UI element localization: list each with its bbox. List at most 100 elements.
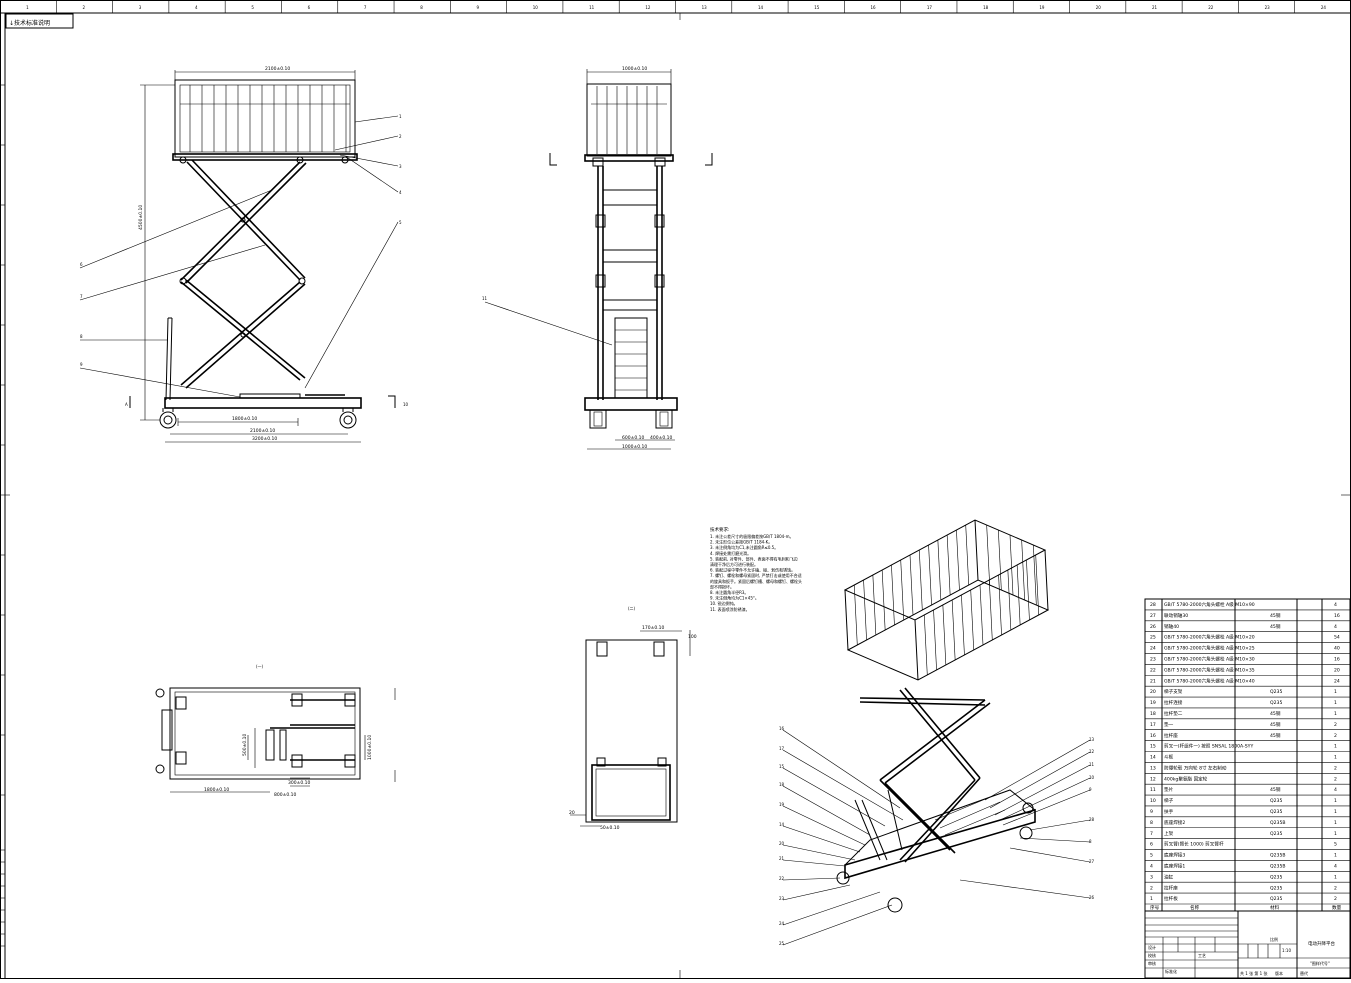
- left-zone-ticks: [0, 849, 5, 947]
- bom-qty: 1: [1334, 820, 1337, 826]
- bom-name: 拉杆连接: [1164, 699, 1183, 706]
- bom-no: 13: [1150, 765, 1156, 771]
- bom-qty: 4: [1334, 602, 1337, 608]
- note-line: 10. 锐边倒钝。: [710, 600, 738, 606]
- bom-no: 12: [1150, 776, 1156, 782]
- iso-balloon: 17: [779, 746, 785, 751]
- bom-qty: 1: [1334, 853, 1337, 859]
- fv-balloon: 8: [80, 334, 83, 339]
- bv-dim-3: 20: [569, 810, 575, 816]
- note-line: 5. 装配前, 对零件、部件、表面不得有毛刺和飞边: [710, 555, 798, 561]
- bom-header-no: 序号: [1150, 904, 1160, 911]
- ruler-label: 1: [26, 5, 29, 10]
- bom-mat: 45钢: [1270, 710, 1281, 717]
- note-line: 3. 未注倒角均为C1,未注圆角R≤0.5。: [710, 544, 778, 550]
- bom-no: 5: [1150, 853, 1153, 859]
- fv-balloon: 7: [80, 294, 83, 299]
- ruler-label: 14: [758, 5, 764, 10]
- bom-qty: 1: [1334, 809, 1337, 815]
- bom-qty: 54: [1334, 635, 1340, 641]
- bom-name: 底座焊接3: [1164, 852, 1185, 859]
- bom-no: 28: [1150, 602, 1156, 608]
- sv-dim-top: 1000±0.10: [622, 66, 647, 72]
- bom-name: 剪叉臂(臂长 1000) 剪叉臂杆: [1164, 841, 1224, 848]
- bom-name: 剪叉一(杆组件一) 按照 SNSAL 1800A-SYY: [1164, 743, 1253, 750]
- bom-qty: 16: [1334, 657, 1340, 663]
- bom-qty: 1: [1334, 831, 1337, 837]
- bom-mat: 45钢: [1270, 786, 1281, 793]
- bom-mat: Q235: [1270, 689, 1282, 695]
- ruler-label: 3: [139, 5, 142, 10]
- bom-name: 销轴40: [1164, 623, 1179, 630]
- ruler-label: 13: [702, 5, 708, 10]
- iso-balloon: 25: [779, 941, 785, 946]
- bv-dim-2: 100: [688, 634, 697, 640]
- bom-no: 2: [1150, 885, 1153, 891]
- bom-mat: 45钢: [1270, 623, 1281, 630]
- note-line: 9. 未注倒角均为C1×45°。: [710, 595, 759, 601]
- tb-scale-label: 比例: [1270, 936, 1278, 942]
- bom-no: 8: [1150, 820, 1153, 826]
- bom-no: 16: [1150, 733, 1156, 739]
- pv-dim-length: 1800±0.10: [204, 787, 229, 793]
- bom-name: 上架: [1164, 830, 1174, 837]
- bom-qty: 2: [1334, 722, 1337, 728]
- bom-qty: 1: [1334, 700, 1337, 706]
- iso-balloons-right: 13 12 11 10 9 28 8 27 26: [1089, 737, 1095, 900]
- iso-balloon: 15: [779, 764, 785, 769]
- plan-view: [155, 687, 396, 793]
- iso-balloon: 11: [1089, 762, 1095, 767]
- bom-no: 6: [1150, 842, 1153, 848]
- bom-no: 7: [1150, 831, 1153, 837]
- note-line: 4. 焊接处需打磨光滑。: [710, 550, 751, 556]
- bom-no: 10: [1150, 798, 1156, 804]
- bom-name: 拉杆座: [1164, 884, 1178, 891]
- bom-no: 20: [1150, 689, 1156, 695]
- bom-name: 400kg聚氨酯 固定轮: [1164, 775, 1208, 782]
- fv-balloons: 1 2 3 4 5 6 7 8 9 10: [80, 114, 409, 407]
- bom-qty: 2: [1334, 896, 1337, 902]
- bom-no: 1: [1150, 896, 1153, 902]
- left-ticks: [0, 84, 10, 796]
- bom-mat: Q235B: [1270, 863, 1286, 869]
- bom-name: 防爆轮毂 万向轮 8寸 左右制动: [1164, 764, 1227, 771]
- bom-qty: 20: [1334, 667, 1340, 673]
- fv-balloon: 4: [399, 190, 402, 195]
- bom-qty: 2: [1334, 733, 1337, 739]
- fv-dim-base-inner: 1800±0.10: [232, 416, 257, 422]
- ruler-label: 8: [420, 5, 423, 10]
- bom-qty: 1: [1334, 874, 1337, 880]
- pv-dim-d3: 800±0.10: [274, 792, 297, 798]
- bom-qty: 1: [1334, 711, 1337, 717]
- bom-name: 扶手: [1164, 808, 1174, 815]
- iso-balloon: 9: [1089, 787, 1092, 792]
- bom-qty: 4: [1334, 624, 1337, 630]
- ruler-label: 10: [533, 5, 539, 10]
- fv-balloon: 1: [399, 114, 402, 119]
- bom-no: 19: [1150, 700, 1156, 706]
- ruler-label: 6: [308, 5, 311, 10]
- ruler-label: 24: [1321, 5, 1327, 10]
- pv-dim-d2: 300±0.10: [288, 780, 311, 786]
- sv-balloon: 11: [482, 296, 488, 301]
- fv-dim-base-total: 3200±0.10: [252, 436, 277, 442]
- front-view: [79, 70, 399, 443]
- bom-mat: 45钢: [1270, 721, 1281, 728]
- ruler-label: 17: [927, 5, 933, 10]
- fv-balloon: 2: [399, 134, 402, 139]
- bom-name: GB/T 5780-2000六角头螺栓 A级 M10×35: [1164, 666, 1255, 673]
- bom-mat: Q235: [1270, 809, 1282, 815]
- bom-qty: 5: [1334, 842, 1337, 848]
- ruler-label: 9: [476, 5, 479, 10]
- note-line: 的旋具和扳手。紧固后螺钉槽、螺母和螺钉、螺栓头: [710, 578, 802, 584]
- iso-balloon: 26: [1089, 895, 1095, 900]
- iso-balloon: 10: [1089, 775, 1095, 780]
- bom-name: 垫片: [1164, 786, 1174, 793]
- bom-no: 21: [1150, 678, 1156, 684]
- fv-balloon: 5: [399, 220, 402, 225]
- bom-qty: 1: [1334, 744, 1337, 750]
- fv-balloon: 3: [399, 164, 402, 169]
